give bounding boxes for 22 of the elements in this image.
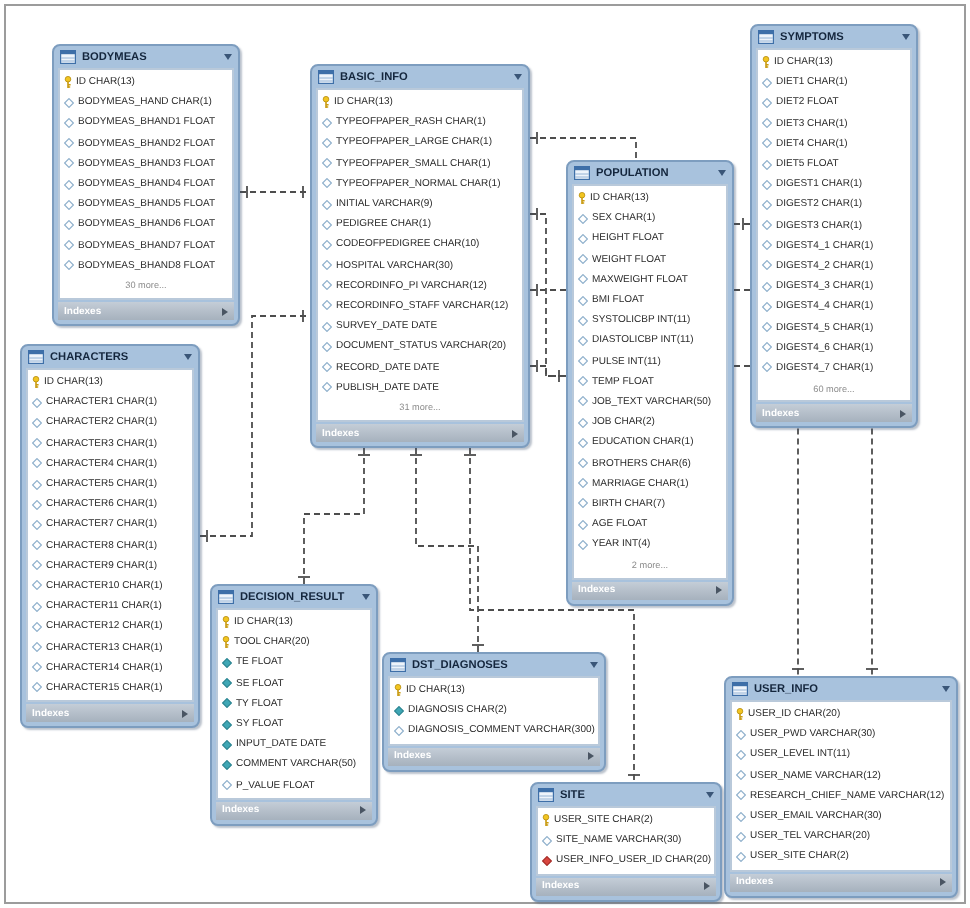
relationship-line [865, 427, 879, 677]
entity-table [210, 584, 378, 826]
relationship-line [733, 365, 751, 367]
relationship-line [529, 359, 567, 377]
relationship-line [733, 289, 751, 291]
relationship-line [791, 427, 805, 677]
relationship-line [463, 447, 641, 783]
entity-table [52, 44, 240, 327]
relationship-line [297, 447, 371, 585]
entity-table [724, 676, 958, 897]
entity-table [750, 24, 918, 429]
entity-table [530, 782, 722, 902]
relationship-line [199, 309, 311, 543]
relationship-line [733, 217, 751, 231]
relationship-line [239, 185, 311, 199]
relationship-line [409, 447, 485, 653]
entity-table [382, 652, 606, 772]
relationship-line [529, 131, 637, 161]
entity-table [566, 160, 734, 606]
relationship-line [529, 283, 567, 297]
entity-table [310, 64, 530, 448]
entity-table [20, 344, 200, 728]
